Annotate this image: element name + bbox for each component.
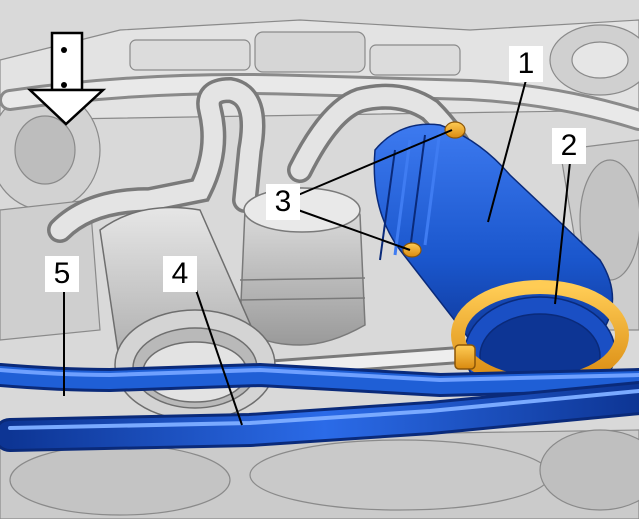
blue-main-tube [0, 381, 639, 452]
callout-2: 2 [552, 128, 586, 164]
blue-lower-rail [0, 362, 639, 398]
leader-lines [63, 79, 571, 426]
orange-clips [402, 121, 466, 258]
callout-3: 3 [266, 184, 300, 220]
callout-4: 4 [163, 256, 197, 292]
callout-5: 5 [45, 256, 79, 292]
callout-1: 1 [509, 46, 543, 82]
down-arrow-icon [26, 31, 107, 126]
